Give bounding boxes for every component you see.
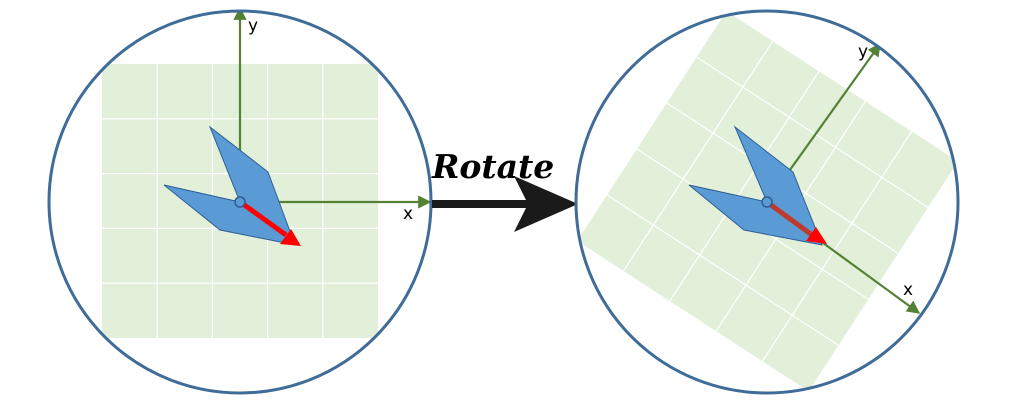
left-y-axis-label: y <box>248 16 258 36</box>
right-grid-hline <box>606 194 839 346</box>
right-grid-vline <box>622 40 774 272</box>
right-circle-border <box>574 9 960 395</box>
right-origin-marker <box>761 196 773 208</box>
left-panel: y x <box>47 9 433 395</box>
right-grid-vline <box>761 131 913 362</box>
rotate-label: Rotate <box>431 147 554 186</box>
left-heading-arrow-head <box>280 229 301 246</box>
right-heading-arrow-shaft <box>769 202 814 238</box>
right-y-axis-label: y <box>858 42 868 62</box>
right-panel: y x <box>574 9 960 395</box>
left-x-axis-label: x <box>403 204 413 224</box>
left-origin-marker <box>234 196 246 208</box>
right-grid-vline <box>669 70 820 302</box>
rotate-arrow-head <box>514 176 578 232</box>
rotate-operation: Rotate <box>431 147 578 232</box>
right-x-axis-label: x <box>903 280 913 300</box>
left-circle-border <box>47 9 433 395</box>
right-heading-arrow-head <box>806 227 827 244</box>
right-grid-hline <box>696 56 929 208</box>
left-heading-arrow-shaft <box>241 201 288 238</box>
